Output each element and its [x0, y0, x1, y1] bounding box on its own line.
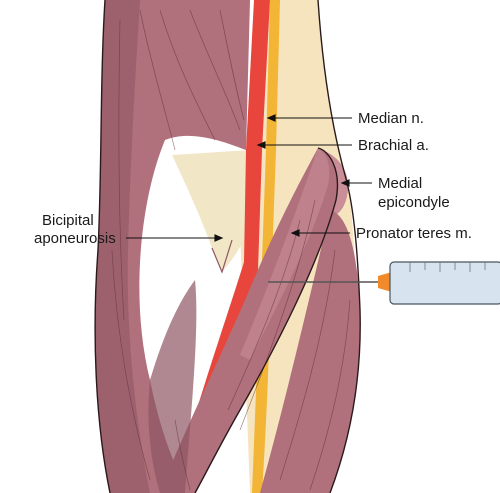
needle-hub: [378, 272, 392, 292]
label-brachial-artery: Brachial a.: [358, 137, 429, 154]
pronator-teres-highlight: [240, 148, 330, 360]
syringe-barrel: [389, 261, 500, 305]
label-bicipital-2: aponeurosis: [34, 230, 116, 247]
leader-lines: [126, 114, 372, 242]
bicipital-aponeurosis: [172, 150, 250, 272]
aponeurosis-tip: [211, 239, 233, 274]
flexor-muscle-mass: [260, 210, 361, 493]
label-bicipital-1: Bicipital: [42, 212, 94, 229]
outline-strokes: [94, 0, 361, 493]
biceps-muscle: [95, 0, 250, 493]
label-medial-epicondyle-2: epicondyle: [378, 194, 450, 211]
label-medial-epicondyle-1: Medial: [378, 175, 422, 192]
label-pronator-teres: Pronator teres m.: [356, 225, 472, 242]
brachial-artery: [172, 0, 270, 493]
label-median-nerve: Median n.: [358, 110, 424, 127]
syringe: [268, 261, 500, 305]
biceps-shadow: [95, 0, 150, 493]
brachioradialis: [148, 280, 197, 493]
muscle-fibres: [111, 9, 351, 491]
